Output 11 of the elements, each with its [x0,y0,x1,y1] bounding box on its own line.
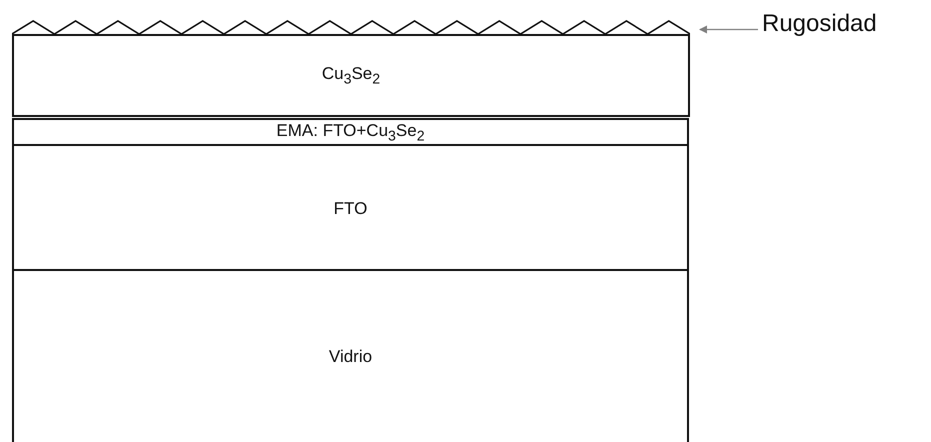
roughness-zigzag [12,20,690,35]
arrow [699,26,758,34]
layer-box [12,144,689,271]
substrate-box [12,269,689,442]
callout-label: Rugosidad [762,8,931,40]
layer-label: FTO [334,198,368,218]
layer-label: Cu$_{3}$Se$_{2}$ [322,64,380,88]
layer-label: EMA: FTO+Cu$_{3}$Se$_{2}$ [276,120,425,146]
layer-label: Vidrio [328,346,372,366]
layer-box [12,118,689,146]
layer-box [12,34,690,117]
